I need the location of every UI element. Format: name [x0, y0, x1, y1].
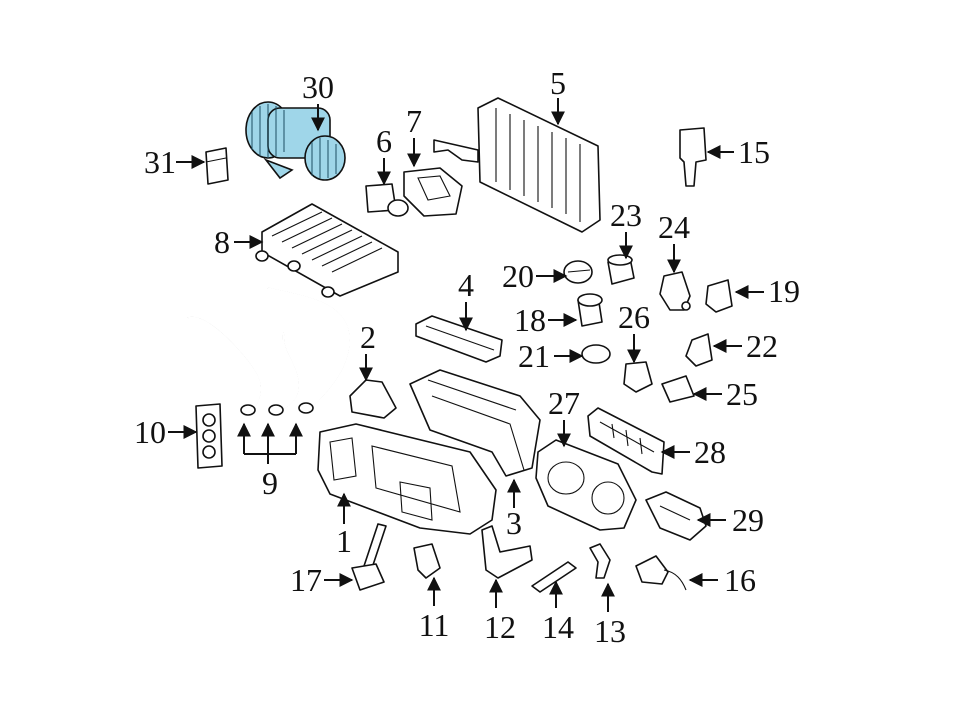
callout-31: 31 — [144, 144, 176, 180]
part-25 — [661, 375, 695, 403]
callout-27: 27 — [548, 385, 580, 421]
callout-7: 7 — [406, 103, 422, 139]
part-26 — [623, 361, 653, 393]
part-19 — [705, 279, 733, 313]
callout-17: 17 — [290, 562, 322, 598]
callout-15: 15 — [738, 134, 770, 170]
part-24 — [659, 271, 691, 311]
part-7-housing-flap — [403, 167, 463, 217]
callout-18: 18 — [514, 302, 546, 338]
callout-25: 25 — [726, 376, 758, 412]
part-5-evaporator — [433, 97, 601, 233]
callout-5: 5 — [550, 65, 566, 101]
part-28-vent-strip — [587, 407, 665, 475]
callout-12: 12 — [484, 609, 516, 645]
callout-11: 11 — [419, 607, 450, 643]
callout-22: 22 — [746, 328, 778, 364]
callout-10: 10 — [134, 414, 166, 450]
part-9-hoses — [187, 287, 350, 416]
part-23 — [607, 254, 635, 285]
callout-14: 14 — [542, 609, 574, 645]
callout-13: 13 — [594, 613, 626, 649]
part-30-blower-motor — [245, 101, 346, 181]
part-8-heater-core — [255, 203, 399, 298]
callout-4: 4 — [458, 267, 474, 303]
part-14-bracket — [531, 561, 577, 593]
part-31-resistor — [205, 147, 229, 185]
callout-21: 21 — [518, 338, 550, 374]
callout-2: 2 — [360, 319, 376, 355]
callout-labels: 30 5 7 6 31 15 8 23 24 20 19 4 18 26 2 2… — [134, 65, 800, 649]
callout-3: 3 — [506, 505, 522, 541]
callout-20: 20 — [502, 258, 534, 294]
part-17-drain — [351, 523, 387, 591]
part-15-sensor — [679, 127, 707, 187]
callout-30: 30 — [302, 69, 334, 105]
part-11-seal — [413, 543, 441, 579]
callout-9: 9 — [262, 465, 278, 501]
part-3-duct — [409, 369, 541, 477]
callout-8: 8 — [214, 224, 230, 260]
part-22 — [685, 333, 713, 367]
part-10-bracket — [195, 403, 223, 469]
callout-23: 23 — [610, 197, 642, 233]
callout-28: 28 — [694, 434, 726, 470]
part-21 — [581, 344, 611, 364]
callout-24: 24 — [658, 209, 690, 245]
part-4-filter — [415, 315, 503, 363]
part-1-heater-box — [317, 423, 497, 535]
part-18 — [577, 293, 603, 327]
part-12-bracket — [481, 525, 533, 579]
callout-29: 29 — [732, 502, 764, 538]
callout-26: 26 — [618, 299, 650, 335]
part-27-duct-outlet — [535, 439, 637, 531]
callout-19: 19 — [768, 273, 800, 309]
part-13-clip — [589, 543, 611, 579]
part-2-duct — [349, 379, 397, 419]
callout-1: 1 — [336, 523, 352, 559]
callout-16: 16 — [724, 562, 756, 598]
callout-arrows — [168, 98, 764, 612]
part-20 — [563, 260, 593, 284]
part-29-vent — [645, 491, 707, 541]
part-6-actuator — [365, 183, 409, 217]
part-16-sensor — [635, 555, 687, 591]
callout-6: 6 — [376, 123, 392, 159]
